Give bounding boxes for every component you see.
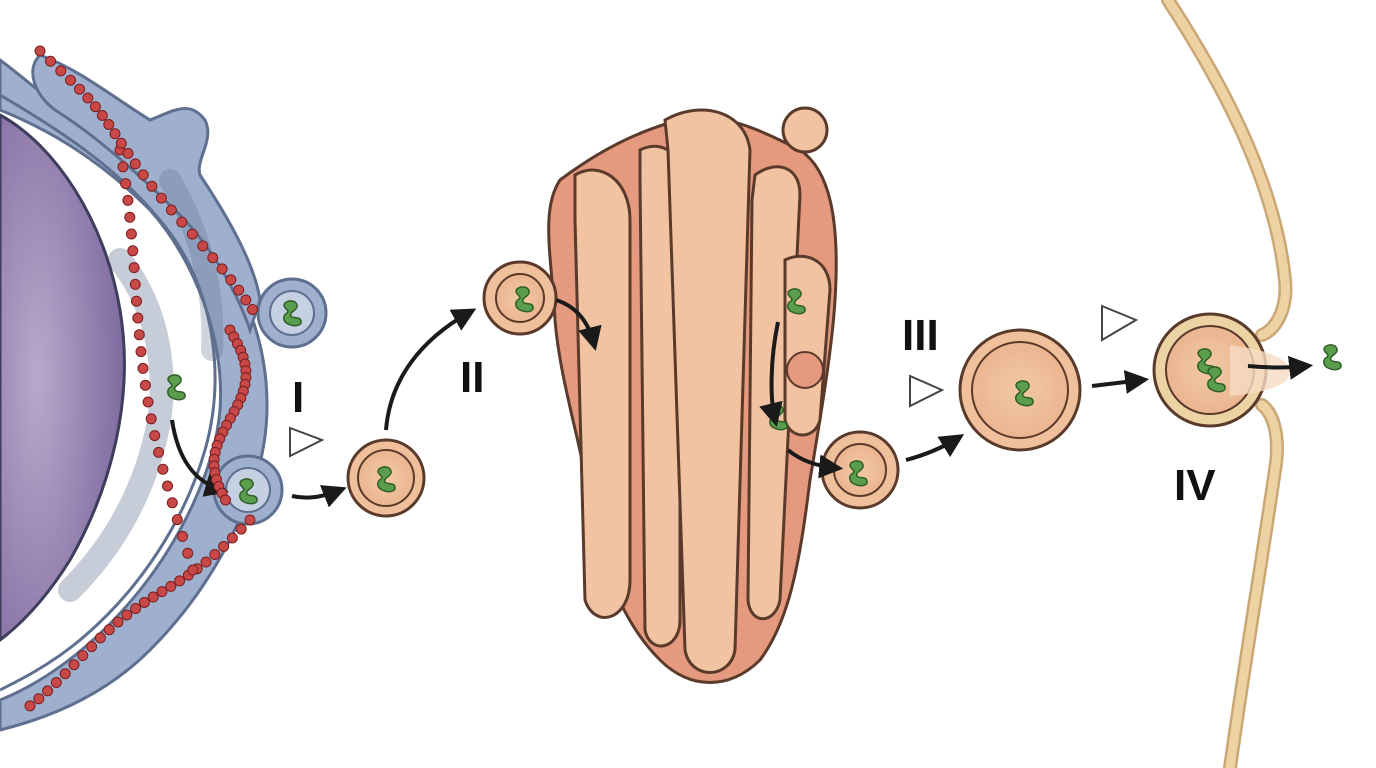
ribosome-dot <box>153 446 165 458</box>
flow-arrow-er-to-vesicle <box>291 485 347 508</box>
ribosome-dot <box>129 278 141 290</box>
ribosome-dot <box>182 547 194 559</box>
ribosome-dot <box>65 74 76 86</box>
ribosome-dot <box>132 312 144 324</box>
ribosome-dot <box>129 158 141 170</box>
ribosome-dot <box>207 252 219 264</box>
ribosome-dot <box>171 514 183 526</box>
ribosome-dot <box>96 110 108 121</box>
ribosome-dot <box>156 586 168 598</box>
ribosome-dot <box>33 693 45 705</box>
ribosome-dot <box>157 463 169 475</box>
ribosome-dot <box>247 304 258 315</box>
nucleus-er-complex <box>0 45 328 732</box>
ribosome-dot <box>244 514 256 526</box>
ribosome-dot <box>127 245 139 257</box>
ribosome-dot <box>42 685 54 697</box>
ribosome-dot <box>165 580 177 592</box>
ribosome-dot <box>233 284 245 296</box>
ribosome-dot <box>146 180 158 192</box>
secretory-vesicle <box>958 328 1082 452</box>
ribosome-dot <box>145 413 157 425</box>
triangle-pointer-icon <box>909 374 945 408</box>
flow-arrow-vesicle-to-golgi <box>384 308 477 431</box>
ribosome-dot <box>149 430 161 442</box>
nucleus <box>0 113 126 642</box>
ribosome-dot <box>103 119 115 130</box>
ribosome-dot <box>133 329 145 341</box>
transport-vesicle <box>346 438 426 518</box>
ribosome-dot <box>147 591 159 603</box>
ribosome-dot <box>82 92 94 104</box>
ribosome-dot <box>165 204 177 216</box>
ribosome-dot <box>166 497 178 509</box>
ribosome-dot <box>142 396 154 408</box>
ribosomes <box>24 45 258 712</box>
ribosome-dot <box>138 597 150 608</box>
ribosome-dot <box>124 211 136 223</box>
ribosome-dot <box>59 668 71 680</box>
plasma-membrane <box>1152 0 1342 768</box>
triangle-pointer-icon <box>1101 304 1139 342</box>
ribosome-dot <box>24 700 36 712</box>
ribosome-dot <box>220 494 231 506</box>
ribosome-dot <box>226 532 238 544</box>
ribosome-dot <box>50 677 62 688</box>
ribosome-dot <box>121 609 133 621</box>
ribosome-dot <box>125 228 137 240</box>
ribosome-dot <box>74 83 85 95</box>
ribosome-dot <box>186 228 198 240</box>
ribosome-dot <box>77 650 89 662</box>
ribosome-dot <box>137 169 149 181</box>
ribosome-dot <box>55 65 67 77</box>
ribosome-dot <box>240 294 252 306</box>
ribosome-dot <box>155 192 167 204</box>
ribosome-dot <box>177 530 188 542</box>
ribosome-dot <box>86 641 98 653</box>
ribosome-dot <box>162 480 173 492</box>
ribosome-dot <box>200 556 212 568</box>
ribosome-dot <box>112 616 124 628</box>
ribosome-dot <box>225 274 237 286</box>
ribosome-dot <box>216 263 228 275</box>
ribosome-dot <box>174 575 186 587</box>
stage-label-1: I <box>292 373 305 422</box>
ribosome-dot <box>139 379 151 391</box>
ribosome-dot <box>137 362 149 374</box>
ribosome-dot <box>109 128 121 140</box>
ribosome-dot <box>115 137 127 149</box>
ribosome-dot <box>45 55 56 67</box>
ribosome-dot <box>187 564 199 576</box>
ribosome-dot <box>89 101 101 113</box>
ribosome-dot <box>117 161 129 173</box>
stage-label-3: III <box>902 311 939 360</box>
triangle-pointer-icon <box>289 426 325 458</box>
flow-arrow-golgi-to-secretory <box>905 434 965 462</box>
ribosome-dot <box>235 523 247 535</box>
ribosome-dot <box>209 549 221 560</box>
stage-label-4: IV <box>1174 461 1216 510</box>
ribosome-dot <box>218 541 230 552</box>
ribosome-dot <box>94 632 106 644</box>
ribosome-dot <box>122 194 134 206</box>
ribosome-dot <box>130 603 142 614</box>
ribosome-dot <box>122 147 134 159</box>
ribosome-dot <box>176 216 188 228</box>
golgi-apparatus <box>482 106 900 684</box>
ribosome-dot <box>128 262 140 274</box>
ribosome-dot <box>120 178 132 190</box>
ribosome-dot <box>103 624 115 636</box>
ribosome-dot <box>34 45 46 57</box>
ribosome-dot <box>135 346 147 358</box>
ribosome-dot <box>68 659 80 671</box>
stage-label-2: II <box>460 353 485 402</box>
flow-arrow-secretory-to-membrane <box>1091 370 1150 394</box>
ribosome-dot <box>197 240 209 252</box>
ribosome-dot <box>131 295 142 307</box>
